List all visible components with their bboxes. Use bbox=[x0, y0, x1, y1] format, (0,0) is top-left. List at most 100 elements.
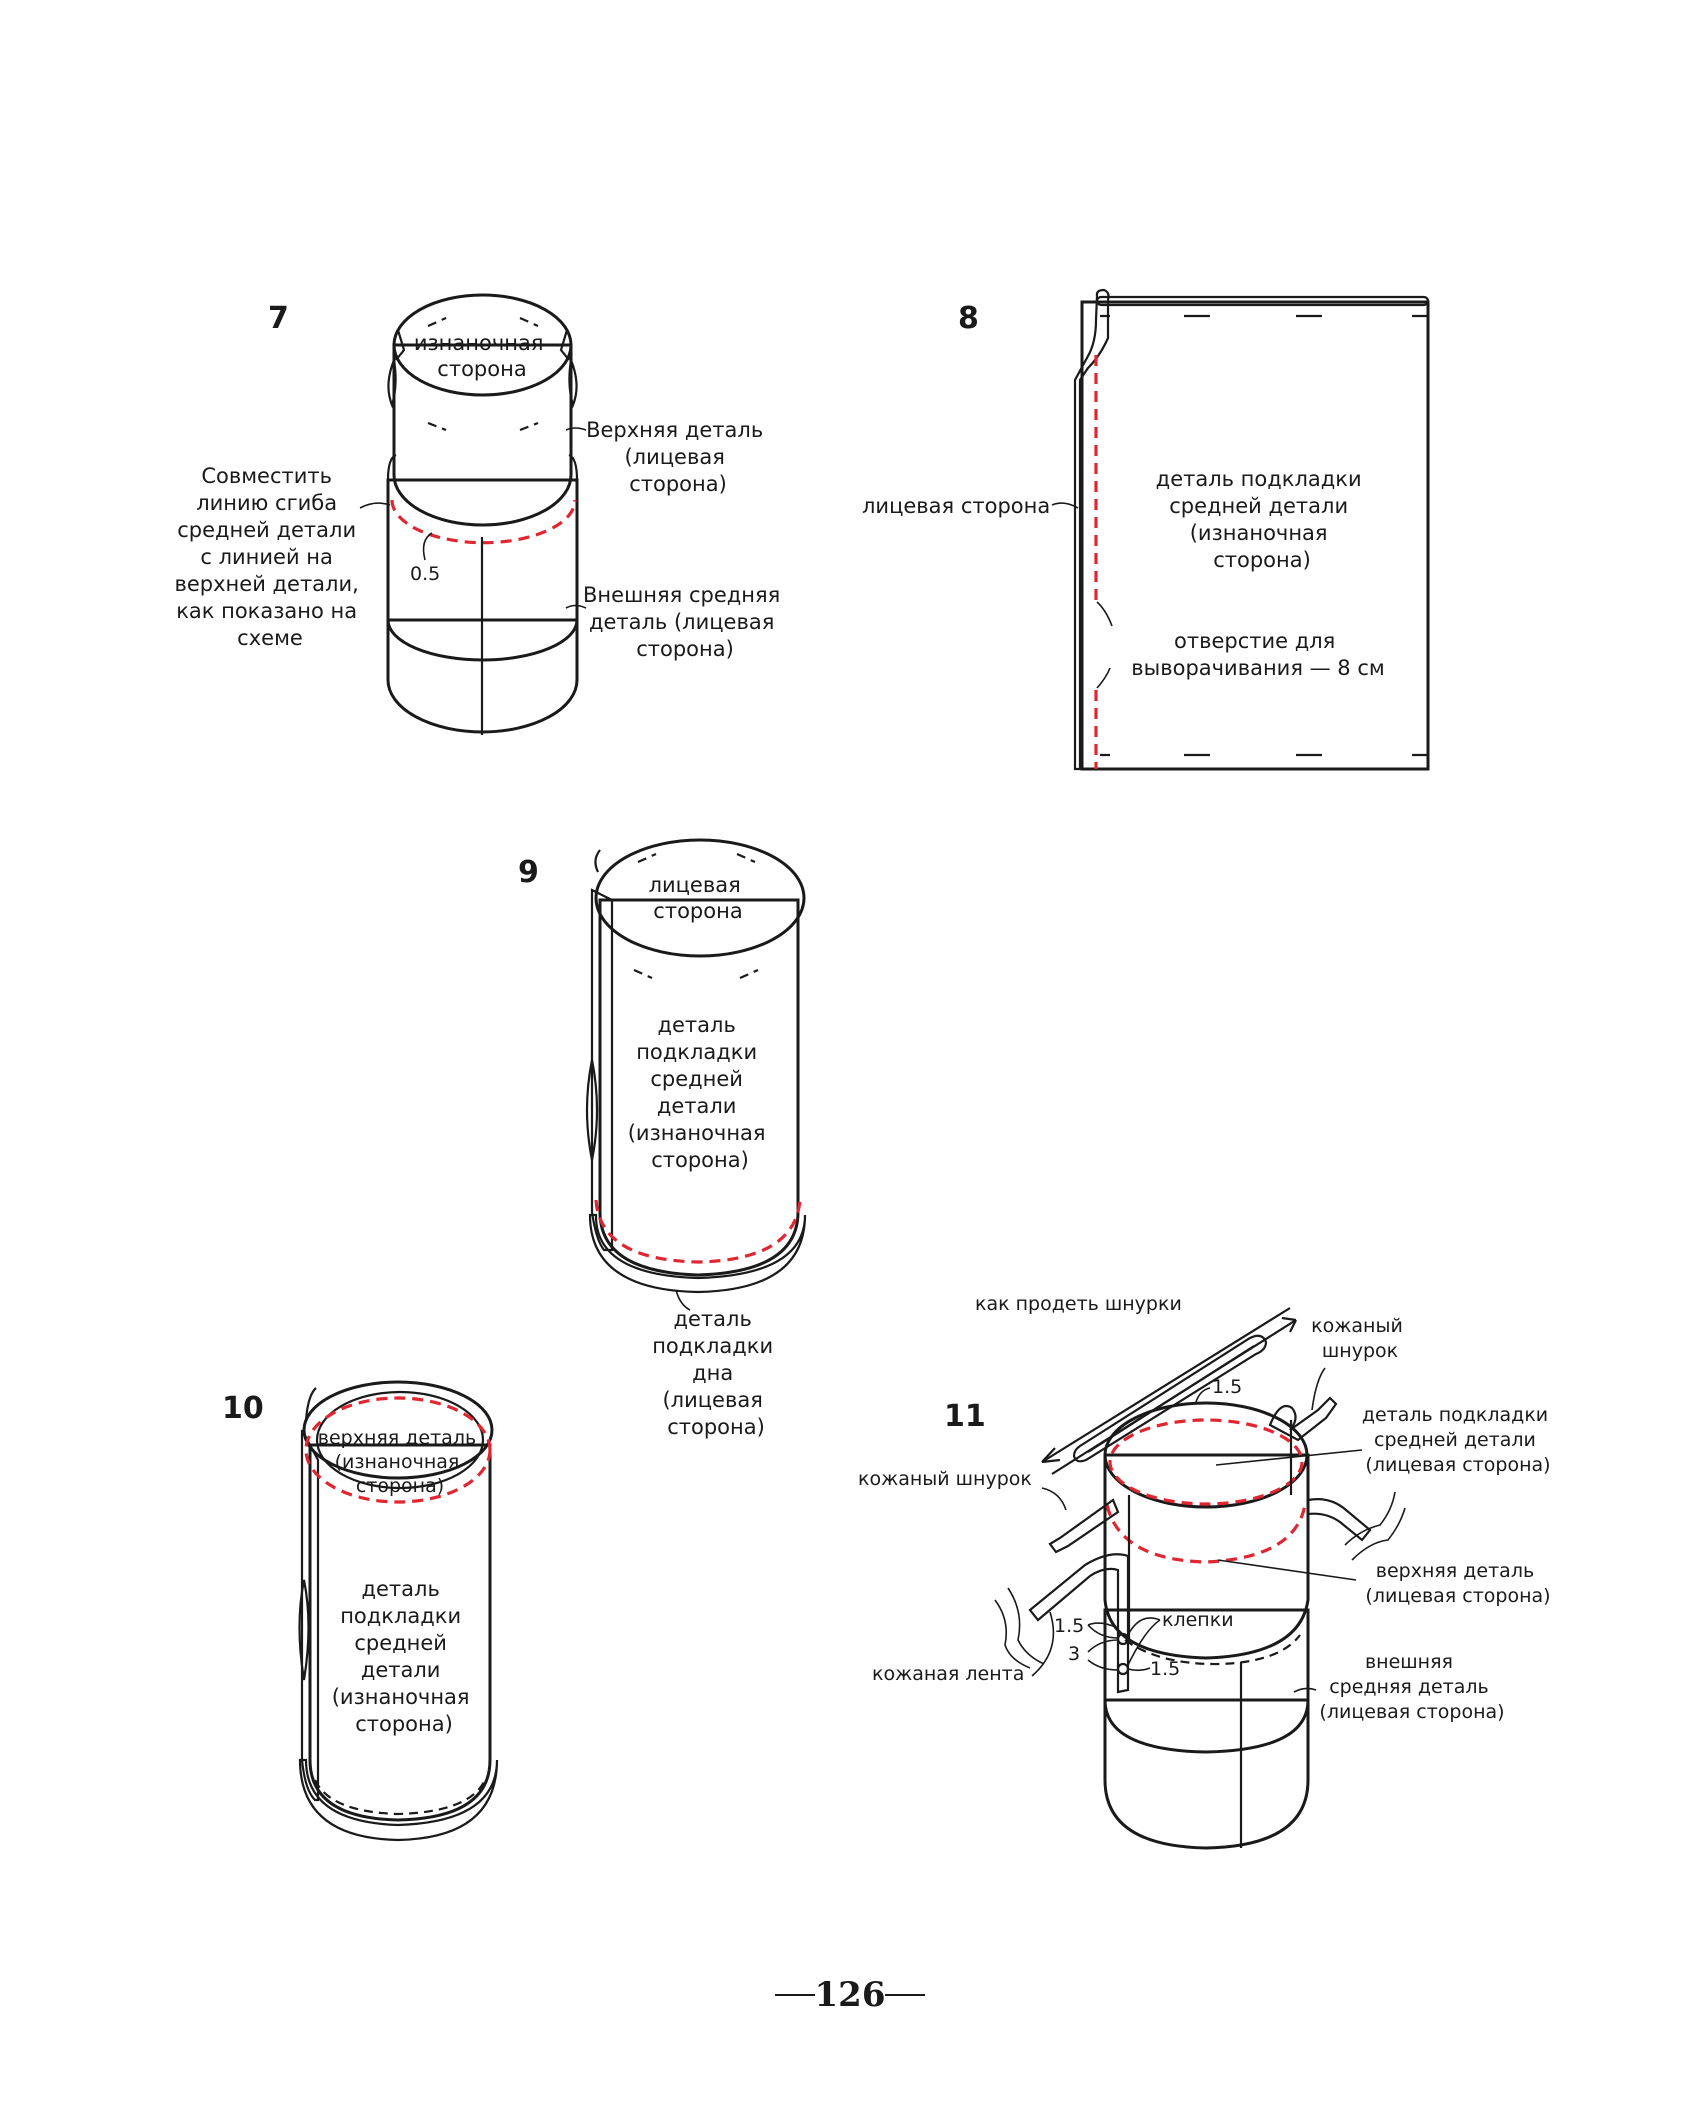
step-9-number: 9 bbox=[518, 855, 539, 890]
top-face-label: лицевая сторона bbox=[649, 873, 748, 923]
leather-strap-label: кожаная лента bbox=[872, 1663, 1024, 1685]
lining-callout: деталь подкладки средней детали (лицевая… bbox=[1362, 1404, 1554, 1476]
fold-line-stitch bbox=[390, 499, 577, 545]
callout-leader bbox=[1217, 1559, 1357, 1581]
folded-edge bbox=[1073, 288, 1110, 771]
top-part-label: верхняя деталь (изнаночная сторона) bbox=[318, 1427, 482, 1497]
top-face bbox=[594, 838, 806, 958]
right-side-label: лицевая сторона bbox=[862, 494, 1050, 518]
cut-mark bbox=[1007, 1587, 1045, 1665]
lining-panel-label: деталь подкладки средней детали (изнаноч… bbox=[1156, 467, 1369, 572]
arrow-left-icon bbox=[1041, 1447, 1061, 1464]
callout-leader bbox=[1293, 1687, 1317, 1693]
arrow-right-icon bbox=[1281, 1316, 1297, 1333]
side-seam-strip bbox=[300, 1429, 320, 1802]
rivet bbox=[1116, 1632, 1130, 1646]
measure-rivet-gap: 3 bbox=[1068, 1643, 1080, 1665]
rivets-label: клепки bbox=[1162, 1609, 1234, 1631]
guide-dashes bbox=[1100, 314, 1428, 757]
opening-leader bbox=[1096, 667, 1111, 689]
cut-mark bbox=[1351, 1507, 1406, 1561]
page-number: 126 bbox=[815, 1975, 886, 2015]
measure-rivet-top: 1.5 bbox=[1054, 1615, 1084, 1637]
lining-panel bbox=[1080, 300, 1430, 771]
callout-leader bbox=[675, 1289, 691, 1311]
upper-part-callout: верхняя деталь (лицевая сторона) bbox=[1365, 1560, 1550, 1607]
callout-leader bbox=[1031, 1611, 1055, 1677]
outer-middle-part bbox=[1103, 1608, 1310, 1754]
callout-leader bbox=[565, 427, 587, 431]
top-stitch bbox=[304, 1396, 492, 1504]
top-notch bbox=[594, 849, 601, 873]
callout-leader bbox=[1127, 1619, 1161, 1666]
opening-label: отверстие для выворачивания — 8 см bbox=[1131, 629, 1384, 680]
step-7-figure: 7 изнаночная сторона 0.5 bbox=[174, 293, 787, 735]
step-9-figure: 9 лицевая сторона деталь подкладки средн… bbox=[518, 838, 807, 1439]
guide-dash bbox=[739, 968, 759, 980]
guide-dash bbox=[427, 421, 447, 432]
step-11-figure: 11 как продеть шнурки bbox=[858, 1293, 1554, 1850]
side-opening bbox=[585, 1059, 599, 1161]
side-notch bbox=[559, 329, 570, 361]
bottom-stitch bbox=[314, 1779, 486, 1816]
inner-stitch bbox=[1105, 1504, 1307, 1564]
measure-leader bbox=[422, 532, 433, 561]
page-footer: 126 bbox=[775, 1975, 925, 2015]
bottom-lining-label: деталь подкладки дна (лицевая сторона) bbox=[652, 1307, 780, 1439]
callout-leader bbox=[359, 502, 391, 509]
opening-leader bbox=[1096, 601, 1113, 627]
step-10-number: 10 bbox=[222, 1391, 264, 1426]
top-notch bbox=[304, 1387, 317, 1421]
measure-0-5: 0.5 bbox=[410, 563, 440, 585]
inner-label: изнаночная сторона bbox=[414, 331, 550, 381]
guide-dash bbox=[427, 316, 447, 328]
guide-dash bbox=[519, 316, 539, 328]
callout-leader bbox=[1215, 1449, 1363, 1466]
leather-cord-left bbox=[1048, 1498, 1120, 1554]
leather-cord-label-right: кожаный шнурок bbox=[1311, 1315, 1409, 1362]
callout-leader bbox=[1127, 1617, 1161, 1636]
lining-body-label: деталь подкладки средней детали (изнаноч… bbox=[628, 1013, 773, 1172]
bottom-stitch bbox=[594, 1199, 802, 1264]
cut-mark bbox=[1344, 1491, 1396, 1546]
measure-leader bbox=[1087, 1639, 1119, 1671]
step-8-number: 8 bbox=[958, 301, 979, 336]
side-opening bbox=[298, 1579, 310, 1681]
guide-dash bbox=[637, 852, 657, 864]
step-10-figure: 10 верхняя деталь (изнаночная сторона) д… bbox=[222, 1380, 499, 1842]
leather-cord-right bbox=[1268, 1396, 1338, 1442]
lining-body-label: деталь подкладки средней детали (изнаноч… bbox=[332, 1577, 477, 1736]
lining-body bbox=[308, 1443, 492, 1822]
lining-body bbox=[598, 898, 800, 1277]
side-notch bbox=[395, 329, 406, 361]
upper-part bbox=[392, 343, 573, 527]
callout-leader bbox=[1195, 1387, 1211, 1403]
guide-dash bbox=[519, 421, 539, 432]
side-flap bbox=[568, 355, 578, 409]
threading-diagram bbox=[1041, 1307, 1297, 1475]
bottom-band bbox=[386, 618, 579, 734]
bottom-lining-ring bbox=[588, 1213, 807, 1294]
leather-strap-right bbox=[1306, 1498, 1372, 1542]
measure-rivet-bottom: 1.5 bbox=[1150, 1658, 1180, 1680]
upper-part bbox=[1103, 1453, 1310, 1660]
callout-leader bbox=[1051, 502, 1079, 509]
bottom-band bbox=[1103, 1698, 1310, 1850]
top-rim bbox=[302, 1380, 494, 1480]
side-seam-strip bbox=[590, 888, 614, 1252]
measure-leader bbox=[1087, 1622, 1119, 1639]
leather-cord-label-left: кожаный шнурок bbox=[858, 1468, 1032, 1490]
outer-middle-part bbox=[386, 478, 579, 662]
callout-leader bbox=[1311, 1367, 1326, 1411]
cut-mark bbox=[994, 1599, 1031, 1669]
threading-label: как продеть шнурки bbox=[975, 1293, 1182, 1315]
outer-middle-callout: Внешняя средняя деталь (лицевая сторона) bbox=[583, 583, 787, 661]
measure-leader bbox=[1127, 1667, 1151, 1672]
bottom-ring bbox=[298, 1758, 499, 1842]
step-7-number: 7 bbox=[268, 301, 289, 336]
top-opening bbox=[315, 1390, 485, 1490]
leather-strap bbox=[1028, 1553, 1130, 1694]
step-11-number: 11 bbox=[944, 1399, 986, 1434]
measure-top: 1.5 bbox=[1212, 1376, 1242, 1398]
